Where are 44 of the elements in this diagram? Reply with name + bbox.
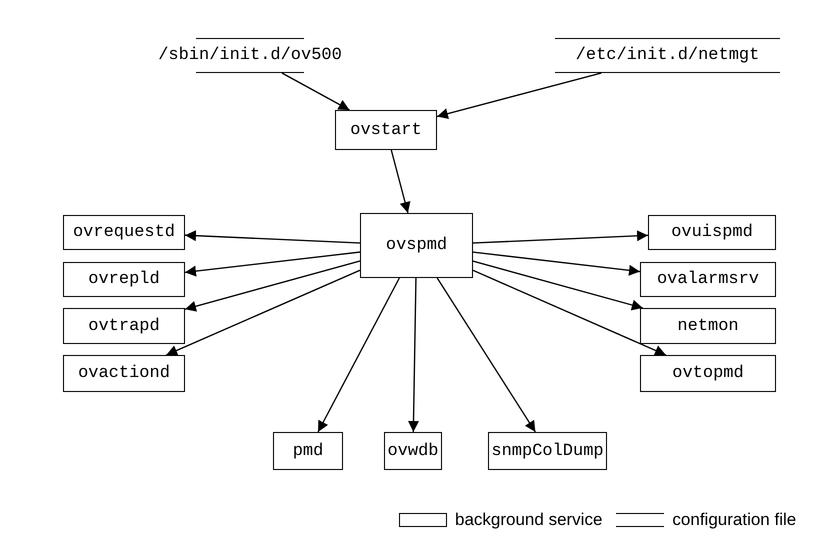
arrow [184, 251, 360, 277]
service-box [360, 213, 473, 278]
arrow [472, 270, 666, 356]
node-label: ovalarmsrv [656, 270, 760, 289]
service-box [63, 355, 185, 392]
service-box [335, 110, 437, 150]
arrow [317, 278, 400, 432]
node-label: netmon [677, 316, 739, 336]
arrow [166, 270, 360, 356]
arrow [436, 72, 602, 119]
node-label: ovspmd [386, 236, 448, 255]
legend-label: background service [455, 510, 602, 530]
arrow [184, 230, 360, 244]
node-label: ovuispmd [671, 223, 753, 242]
node-label: ovtrapd [88, 316, 160, 336]
arrow [472, 260, 643, 310]
node-label: /etc/init.d/netmgt [576, 46, 760, 65]
node-label: ovtopmd [672, 364, 744, 383]
legend-label: configuration file [672, 510, 796, 530]
node-label: pmd [292, 442, 324, 460]
service-box [63, 308, 185, 344]
service-box [640, 262, 776, 297]
service-box [384, 432, 442, 470]
arrow [390, 150, 410, 214]
arrow [472, 251, 640, 276]
arrow [436, 278, 536, 432]
node-label: snmpColDump [491, 442, 604, 460]
arrow [408, 278, 419, 432]
service-box [648, 215, 776, 250]
service-box [488, 432, 607, 470]
service-box [63, 215, 185, 250]
arrow [282, 72, 350, 111]
service-box [273, 432, 343, 470]
node-label: ovrepld [88, 270, 160, 289]
node-label: /sbin/init.d/ov500 [158, 46, 342, 65]
node-label: ovrequestd [72, 223, 176, 242]
node-label: ovwdb [387, 442, 438, 460]
service-box [640, 355, 776, 392]
node-label: ovactiond [78, 364, 170, 383]
service-box [640, 308, 776, 344]
arrow [184, 260, 360, 312]
node-label: ovstart [350, 120, 422, 140]
arrow [472, 230, 648, 244]
service-box [63, 262, 185, 297]
